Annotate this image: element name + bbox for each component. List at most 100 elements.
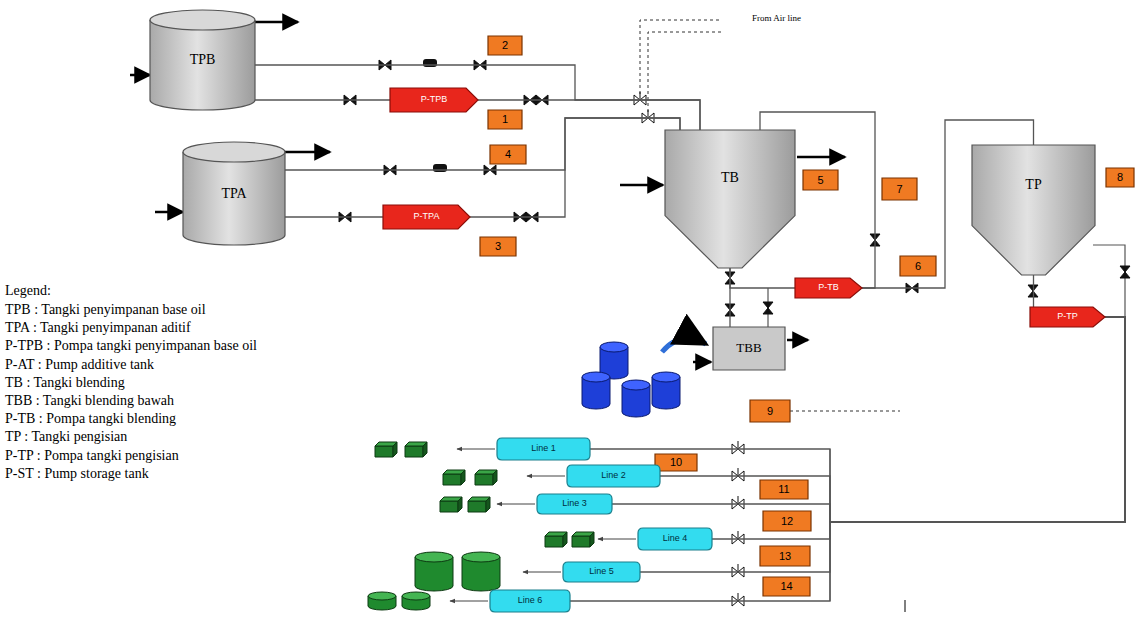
valve-stem <box>738 468 739 476</box>
shape-body <box>488 36 522 55</box>
shape-body <box>497 438 590 460</box>
shape-body <box>760 546 810 566</box>
node-label: TP <box>1025 177 1041 192</box>
feed-arrow <box>662 339 706 352</box>
callout-node: 1 <box>488 110 522 129</box>
pipe-connector <box>1033 275 1034 307</box>
shape-body <box>795 278 862 298</box>
node-label: 10 <box>670 456 682 468</box>
legend-text: P-TP : Pompa tangki pengisian <box>5 448 179 463</box>
shape-body <box>150 20 255 110</box>
line-node: Line 4 <box>638 528 712 550</box>
callout-node: 12 <box>763 511 811 531</box>
node-label: 3 <box>495 240 501 252</box>
node-label: Line 4 <box>663 534 688 544</box>
node-label: 2 <box>502 39 508 51</box>
callout-node: 4 <box>490 145 526 164</box>
product-container <box>545 532 567 547</box>
product-arrow <box>497 504 535 505</box>
legend-text: P-ST : Pump storage tank <box>5 466 149 481</box>
node-label: 13 <box>779 550 791 562</box>
node-label: 4 <box>505 148 511 160</box>
shape-body <box>655 454 697 471</box>
pump-node: P-TPA <box>383 205 470 229</box>
product-container <box>468 497 490 512</box>
pipe-connector <box>712 317 1125 539</box>
valve-stem <box>640 92 641 100</box>
callout-node: 13 <box>760 546 810 566</box>
box-node: TBB <box>713 327 785 370</box>
cyl-node: TPB <box>150 10 255 110</box>
node-label: P-TP <box>1057 312 1078 322</box>
legend-text: P-TB : Pompa tangki blending <box>5 411 176 426</box>
additive-drum <box>622 380 650 417</box>
line-node: Line 1 <box>497 438 590 460</box>
node-label: 5 <box>817 174 823 186</box>
hopper-node: TP <box>972 145 1095 275</box>
pipe-connector <box>612 317 1125 522</box>
callout-node: 10 <box>655 454 697 471</box>
valve-stem <box>738 531 739 539</box>
product-arrow <box>527 476 565 477</box>
callout-node: 14 <box>763 577 810 596</box>
callout-node: 8 <box>1106 168 1134 187</box>
node-label: Line 2 <box>601 471 626 481</box>
air-line <box>640 20 722 94</box>
product-container <box>462 552 500 591</box>
node-label: Line 1 <box>531 444 556 454</box>
valve-symbol <box>763 302 773 314</box>
tank-top <box>183 142 285 162</box>
shape-body <box>763 577 810 596</box>
product-container <box>440 497 462 512</box>
node-label: Line 5 <box>589 567 614 577</box>
hopper-outline <box>665 130 795 268</box>
valve-stem <box>738 441 739 449</box>
tank-top <box>150 10 255 30</box>
pipe-connector <box>285 216 383 217</box>
node-label: 6 <box>915 260 921 272</box>
node-label: TBB <box>736 341 761 355</box>
shape-body <box>567 465 660 487</box>
pipe-connector <box>285 118 680 170</box>
pipe-branch <box>1093 245 1125 317</box>
node-label: P-TPA <box>414 212 440 222</box>
shape-body <box>183 152 285 245</box>
node-label: 8 <box>1117 171 1123 183</box>
legend-entry: P-TB : Pompa tangki blending <box>5 411 176 426</box>
shape-body <box>882 178 917 200</box>
callout-node: 2 <box>488 36 522 55</box>
node-label: TB <box>721 170 739 185</box>
pipe-connector <box>590 317 1125 522</box>
product-container <box>368 592 396 610</box>
shape-body <box>488 110 522 129</box>
product-container <box>375 442 397 457</box>
valve-stem <box>738 564 739 572</box>
line-node: Line 2 <box>567 465 660 487</box>
product-container <box>402 592 430 610</box>
flow-arrow <box>620 184 663 187</box>
product-container <box>405 442 427 457</box>
legend-entry: TB : Tangki blending <box>5 375 125 390</box>
callout-node: 11 <box>760 480 808 499</box>
shape-body <box>972 145 1095 275</box>
pump-node: P-TP <box>1030 307 1105 327</box>
product-container <box>415 552 453 591</box>
valve-stem <box>738 496 739 504</box>
node-label: 7 <box>896 183 902 195</box>
flow-arrow <box>285 151 330 154</box>
callout-node: 9 <box>750 400 790 422</box>
filter-symbol <box>433 164 447 172</box>
legend-entry: P-TPB : Pompa tangki penyimpanan base oi… <box>5 338 257 353</box>
pipe-connector <box>730 268 795 288</box>
pipe-connector <box>729 268 730 327</box>
pipe-connector <box>470 118 680 217</box>
pipe-connector <box>640 317 1125 572</box>
flow-arrow <box>797 156 845 159</box>
product-container <box>475 470 497 485</box>
node-label: 12 <box>781 515 793 527</box>
legend-entry: P-AT : Pump additive tank <box>5 357 154 372</box>
callout-node: 6 <box>900 256 936 276</box>
flow-arrow <box>787 339 808 342</box>
hopper-node: TB <box>665 130 795 268</box>
shape-body <box>750 400 790 422</box>
